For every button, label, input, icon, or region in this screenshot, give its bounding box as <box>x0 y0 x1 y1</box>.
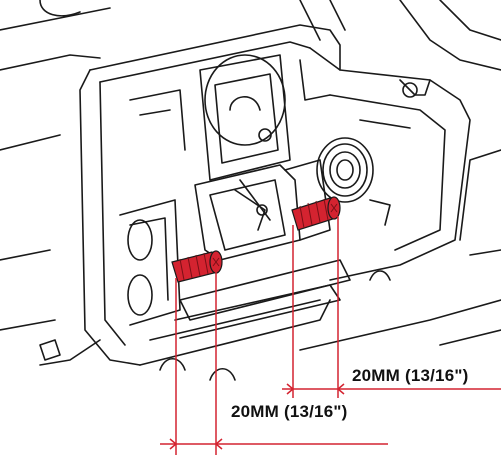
housing-right <box>309 47 471 281</box>
wall-outline-top <box>0 7 111 31</box>
center-plate <box>199 54 291 181</box>
anchor-plug-right <box>291 196 341 231</box>
speaker-grille <box>316 137 374 203</box>
bracket-top-edge <box>89 24 341 71</box>
anchor-plug-left <box>171 250 223 283</box>
housing-knob <box>402 82 418 98</box>
bracket-left-edge <box>79 69 141 366</box>
wall-outline-left <box>0 54 101 71</box>
lower-dimension-label: 20MM (13/16") <box>231 402 348 421</box>
upper-dimension-label: 20MM (13/16") <box>352 366 469 385</box>
dimension-lines <box>160 216 501 455</box>
lower-tray <box>179 259 351 321</box>
right-rail <box>284 159 331 241</box>
wheel <box>204 54 286 146</box>
left-rail <box>119 199 181 326</box>
